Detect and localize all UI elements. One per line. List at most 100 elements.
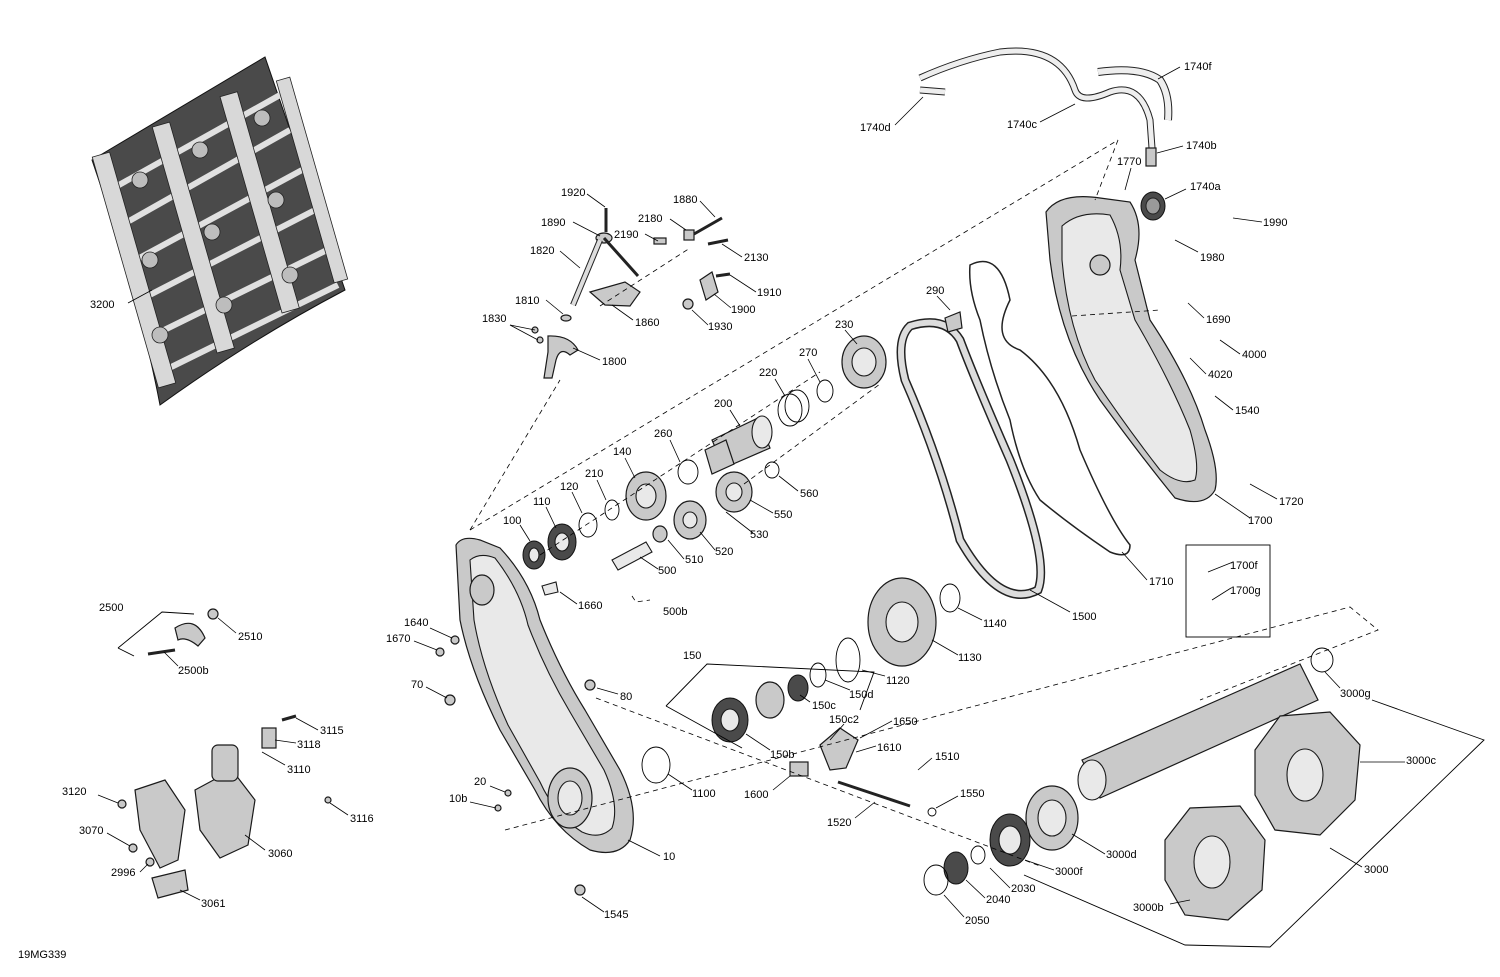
callout-1740f: 1740f: [1184, 61, 1212, 73]
callout-1830: 1830: [482, 313, 506, 325]
callout-1810: 1810: [515, 295, 539, 307]
callout-550: 550: [774, 509, 792, 521]
callout-150c: 150c: [812, 700, 836, 712]
callout-3200: 3200: [90, 299, 114, 311]
callout-1600: 1600: [744, 789, 768, 801]
callout-1820: 1820: [530, 245, 554, 257]
callout-1130: 1130: [958, 652, 982, 664]
callout-1550: 1550: [960, 788, 984, 800]
callout-3115: 3115: [320, 725, 344, 737]
callout-1690: 1690: [1206, 314, 1230, 326]
callout-3000g: 3000g: [1340, 688, 1371, 700]
callout-2996: 2996: [111, 867, 135, 879]
callout-1660: 1660: [578, 600, 602, 612]
callout-500: 500: [658, 565, 676, 577]
callout-1860: 1860: [635, 317, 659, 329]
callout-210: 210: [585, 468, 603, 480]
callout-70: 70: [411, 679, 423, 691]
figure-id: 19MG339: [18, 949, 66, 961]
callout-4000: 4000: [1242, 349, 1266, 361]
callout-530: 530: [750, 529, 768, 541]
callout-150d: 150d: [849, 689, 873, 701]
callout-270: 270: [799, 347, 817, 359]
callout-1610: 1610: [877, 742, 901, 754]
callout-3000d: 3000d: [1106, 849, 1137, 861]
callout-3000: 3000: [1364, 864, 1388, 876]
callout-1740a: 1740a: [1190, 181, 1221, 193]
callout-220: 220: [759, 367, 777, 379]
callout-1740c: 1740c: [1007, 119, 1037, 131]
callout-20: 20: [474, 776, 486, 788]
callout-4020: 4020: [1208, 369, 1232, 381]
callout-1140: 1140: [983, 618, 1007, 630]
callout-1710: 1710: [1149, 576, 1173, 588]
callout-1100: 1100: [692, 788, 716, 800]
front-chaincase: [455, 537, 634, 853]
callout-150: 150: [683, 650, 701, 662]
callout-140: 140: [613, 446, 631, 458]
callout-2500b: 2500b: [178, 665, 209, 677]
shift-linkage-parts: [531, 208, 731, 379]
callout-1930: 1930: [708, 321, 732, 333]
callout-10b: 10b: [449, 793, 467, 805]
callout-1670: 1670: [386, 633, 410, 645]
callout-3110: 3110: [287, 764, 311, 776]
callout-2030: 2030: [1011, 883, 1035, 895]
callout-510: 510: [685, 554, 703, 566]
callout-1510: 1510: [935, 751, 959, 763]
callout-2050: 2050: [965, 915, 989, 927]
callout-3000c: 3000c: [1406, 755, 1436, 767]
callout-260: 260: [654, 428, 672, 440]
callout-290: 290: [926, 285, 944, 297]
callout-80: 80: [620, 691, 632, 703]
callout-3000f: 3000f: [1055, 866, 1083, 878]
callout-3120: 3120: [62, 786, 86, 798]
callout-2500: 2500: [99, 602, 123, 614]
callout-3116: 3116: [350, 813, 374, 825]
callout-150c2: 150c2: [829, 714, 859, 726]
rear-chaincase-cover: [1045, 196, 1217, 503]
callout-500b: 500b: [663, 606, 687, 618]
callout-3070: 3070: [79, 825, 103, 837]
leader-lines: [97, 66, 1405, 918]
callout-230: 230: [835, 319, 853, 331]
callout-1740d: 1740d: [860, 122, 891, 134]
callout-1700g: 1700g: [1230, 585, 1261, 597]
coolant-line-parts: [918, 47, 1173, 221]
callout-3000b: 3000b: [1133, 902, 1164, 914]
callout-1920: 1920: [561, 187, 585, 199]
callout-200: 200: [714, 398, 732, 410]
callout-100: 100: [503, 515, 521, 527]
callout-labels: 3200 1740d 1740c 1740f 1740b 1770 1740a …: [62, 61, 1436, 927]
callout-520: 520: [715, 546, 733, 558]
track-part: [91, 56, 349, 406]
callout-3060: 3060: [268, 848, 292, 860]
callout-1540: 1540: [1235, 405, 1259, 417]
callout-1910: 1910: [757, 287, 781, 299]
callout-110: 110: [533, 496, 551, 508]
callout-1700f: 1700f: [1230, 560, 1258, 572]
callout-1880: 1880: [673, 194, 697, 206]
callout-1720: 1720: [1279, 496, 1303, 508]
callout-2190: 2190: [614, 229, 638, 241]
callout-120: 120: [560, 481, 578, 493]
callout-3061: 3061: [201, 898, 225, 910]
callout-2130: 2130: [744, 252, 768, 264]
callout-3118: 3118: [297, 739, 321, 751]
callout-1890: 1890: [541, 217, 565, 229]
callout-560: 560: [800, 488, 818, 500]
callout-1700: 1700: [1248, 515, 1272, 527]
driven-gear-parts: [641, 577, 961, 817]
callout-2040: 2040: [986, 894, 1010, 906]
callout-1500: 1500: [1072, 611, 1096, 623]
chain-and-belt-parts: [896, 260, 1131, 599]
callout-1640: 1640: [404, 617, 428, 629]
callout-1800: 1800: [602, 356, 626, 368]
explosion-lines: [469, 139, 1379, 867]
callout-1120: 1120: [886, 675, 910, 687]
callout-2180: 2180: [638, 213, 662, 225]
callout-2510: 2510: [238, 631, 262, 643]
callout-150b: 150b: [770, 749, 794, 761]
